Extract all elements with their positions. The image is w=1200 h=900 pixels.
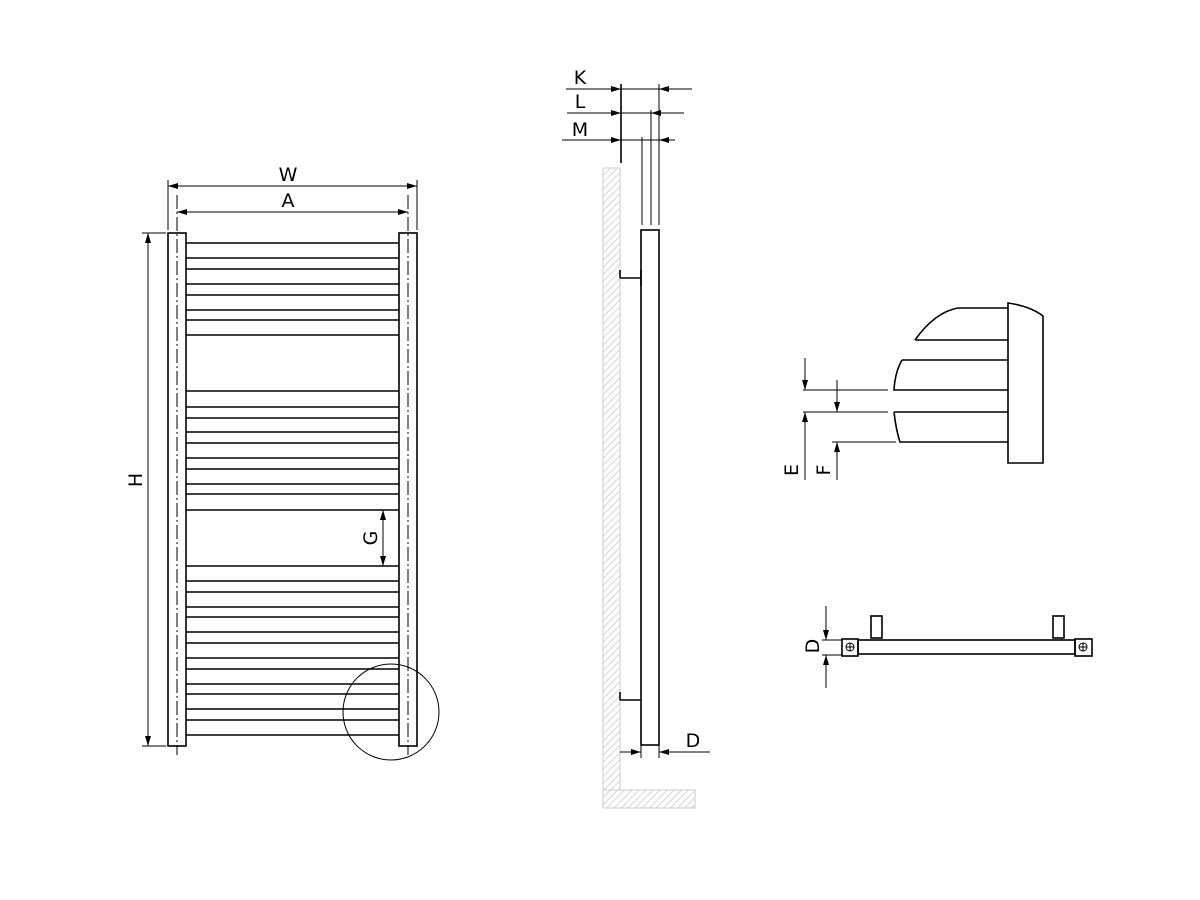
detail-view: E F [781,302,1044,480]
top-bracket [619,270,642,286]
axis-distance-label: A [282,190,295,212]
detail-column [1007,302,1044,464]
bottom-bracket [619,692,641,701]
gap-label: G [360,531,382,546]
detail-circle [342,663,440,761]
floor-hatch [602,789,696,809]
e-label: E [781,464,803,476]
k-label: K [574,67,587,89]
top-view: D [802,606,1093,688]
m-label: M [572,119,588,141]
f-label: F [813,465,835,476]
l-label: L [575,91,586,113]
radiator-side-body [640,229,660,746]
rails [186,242,399,736]
height-label: H [125,473,147,487]
front-view: W A H G [125,164,440,761]
bottom-bar [857,639,1076,655]
wall-hatch [602,167,621,791]
left-pipe [870,615,883,639]
width-label: W [279,164,298,186]
left-end-block [841,638,859,657]
side-view: K L M D [562,67,710,809]
right-end-block [1074,638,1093,657]
side-depth-label: D [686,730,701,752]
top-depth-label: D [802,639,824,654]
right-pipe [1052,615,1065,639]
